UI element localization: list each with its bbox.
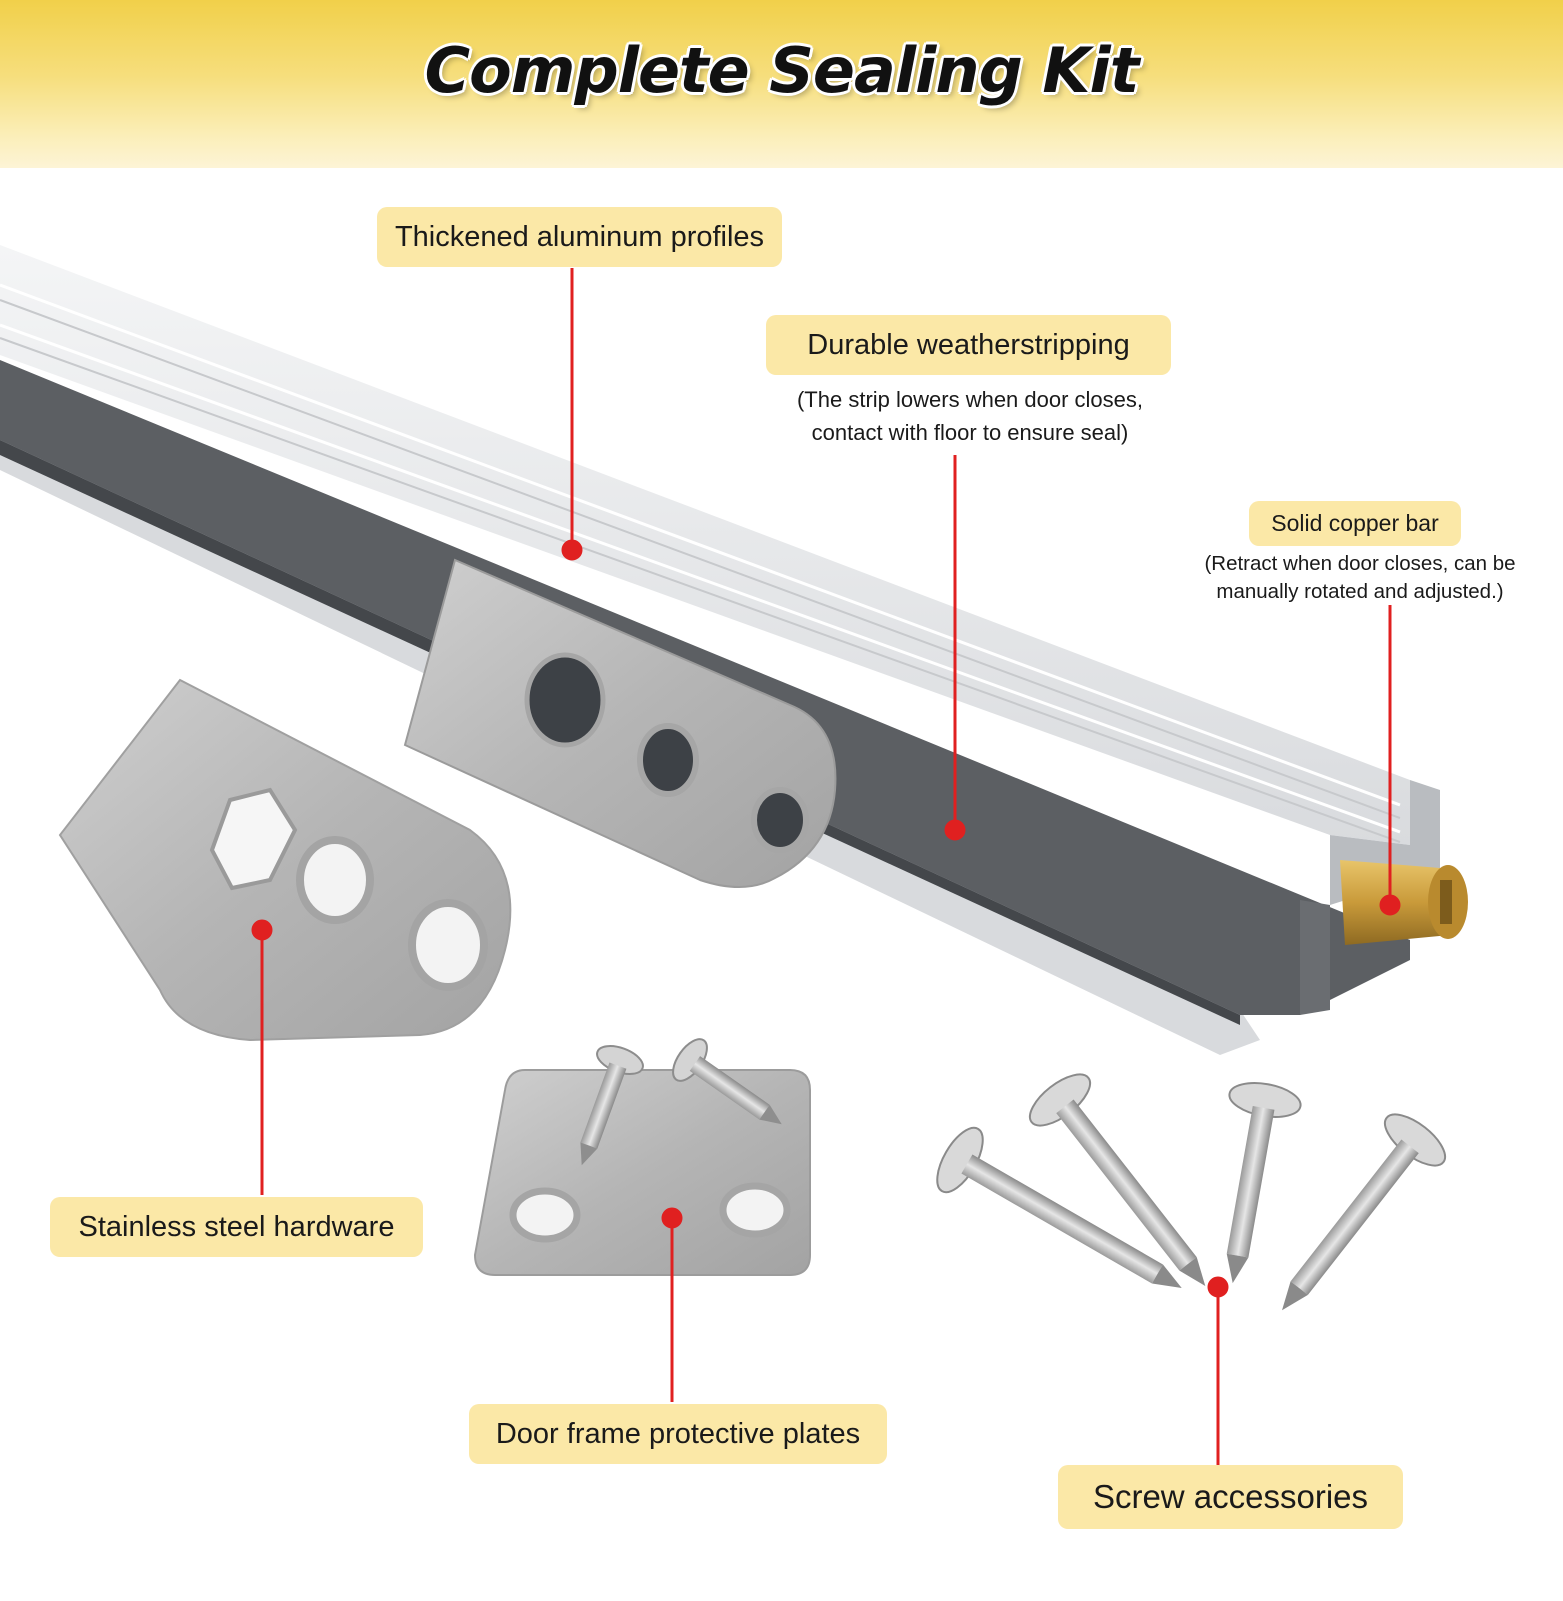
weatherstrip-note: (The strip lowers when door closes, cont…	[720, 383, 1220, 449]
marker-copper	[1379, 894, 1401, 916]
callout-stainless-hardware: Stainless steel hardware	[50, 1197, 423, 1257]
hardware-plate	[58, 678, 512, 1042]
callout-screw-accessories: Screw accessories	[1058, 1465, 1403, 1529]
callout-weatherstripping: Durable weatherstripping	[766, 315, 1171, 375]
weatherstrip-note-line1: (The strip lowers when door closes,	[796, 387, 1144, 412]
marker-screws	[1207, 1276, 1229, 1298]
marker-hardware	[251, 919, 273, 941]
copper-note-line2: manually rotated and adjusted.)	[1216, 580, 1504, 603]
weatherstrip-note-line2: contact with floor to ensure seal)	[811, 420, 1129, 445]
marker-plates	[661, 1207, 683, 1229]
title-banner	[0, 0, 1563, 168]
screws-group	[936, 1073, 1447, 1311]
leader-lines	[251, 268, 1401, 1465]
marker-weatherstrip	[944, 819, 966, 841]
callout-copper-bar: Solid copper bar	[1249, 501, 1461, 546]
protective-plate	[473, 1038, 811, 1276]
page-title: Complete Sealing Kit	[424, 34, 1140, 107]
copper-note: (Retract when door closes, can be manual…	[1160, 550, 1560, 606]
callout-protective-plates: Door frame protective plates	[469, 1404, 887, 1464]
mounting-bracket	[403, 558, 837, 889]
copper-bar	[1340, 860, 1468, 945]
callout-aluminum-profiles: Thickened aluminum profiles	[377, 207, 782, 267]
marker-aluminum	[561, 539, 583, 561]
copper-note-line1: (Retract when door closes, can be	[1204, 552, 1516, 575]
